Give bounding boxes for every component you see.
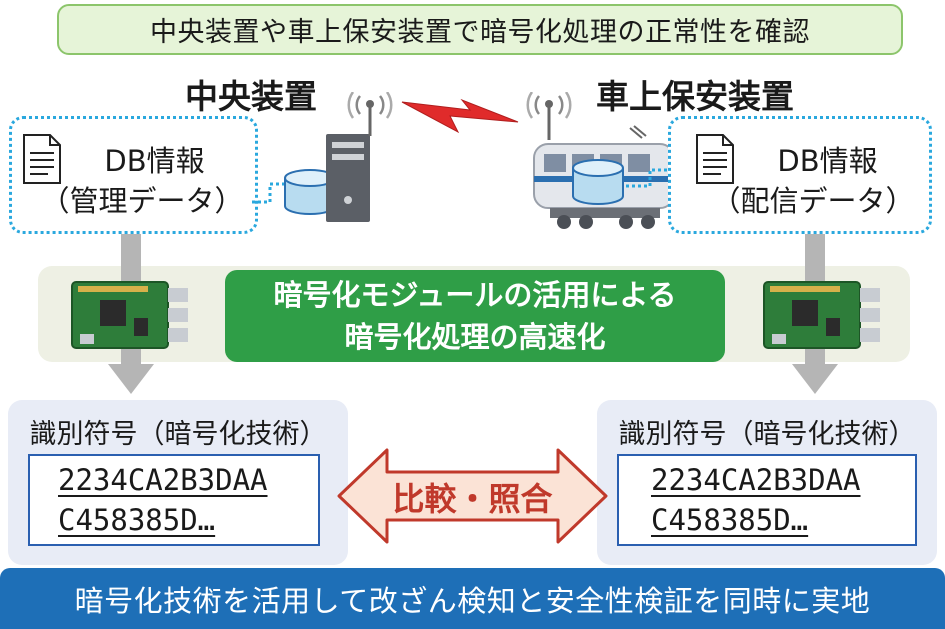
lightning-icon: [401, 98, 519, 134]
right-id-title: 識別符号（暗号化技術）: [618, 419, 916, 450]
circuit-board-icon: [763, 281, 880, 349]
module-line-1: 暗号化モジュールの活用による: [273, 278, 677, 312]
header-banner: 中央装置や車上保安装置で暗号化処理の正常性を確認: [57, 4, 903, 55]
document-icon: [696, 134, 734, 184]
right-code-line-1: 2234CA2B3DAA: [651, 463, 861, 497]
left-db-box: DB情報 （管理データ）: [9, 116, 258, 234]
module-line-2: 暗号化処理の高速化: [344, 320, 606, 354]
right-db-box: DB情報 （配信データ）: [668, 116, 932, 234]
left-db-label-1: DB情報: [104, 144, 205, 178]
double-arrow-icon: [337, 448, 608, 544]
antenna-icon: [526, 92, 572, 140]
circuit-board-icon: [71, 281, 188, 349]
antenna-icon: [347, 92, 393, 136]
central-device-title: 中央装置: [185, 77, 317, 116]
left-code-line-1: 2234CA2B3DAA: [58, 463, 268, 497]
document-icon: [23, 134, 61, 184]
left-connector: [252, 182, 288, 204]
left-code-line-2: C458385D…: [58, 503, 216, 537]
onboard-device-title: 車上保安装置: [596, 77, 794, 116]
footer-banner: 暗号化技術を活用して改ざん検知と安全性検証を同時に実地: [0, 568, 945, 629]
right-connector: [626, 168, 674, 188]
server-icon: [326, 134, 370, 222]
left-code-box: 2234CA2B3DAA C458385D…: [28, 454, 320, 546]
right-db-label-1: DB情報: [777, 144, 878, 178]
database-icon: [572, 159, 624, 205]
right-code-box: 2234CA2B3DAA C458385D…: [617, 454, 917, 546]
left-id-title: 識別符号（暗号化技術）: [29, 419, 327, 450]
footer-text: 暗号化技術を活用して改ざん検知と安全性検証を同時に実地: [74, 583, 871, 618]
compare-label: 比較・照合: [392, 480, 553, 518]
right-db-label-2: （配信データ）: [711, 184, 915, 218]
left-db-label-2: （管理データ）: [40, 184, 244, 218]
header-text: 中央装置や車上保安装置で暗号化処理の正常性を確認: [150, 17, 810, 48]
right-id-panel: 識別符号（暗号化技術） 2234CA2B3DAA C458385D…: [597, 400, 937, 565]
right-code-line-2: C458385D…: [651, 503, 809, 537]
left-id-panel: 識別符号（暗号化技術） 2234CA2B3DAA C458385D…: [8, 400, 348, 565]
module-callout: 暗号化モジュールの活用による 暗号化処理の高速化: [225, 270, 725, 362]
